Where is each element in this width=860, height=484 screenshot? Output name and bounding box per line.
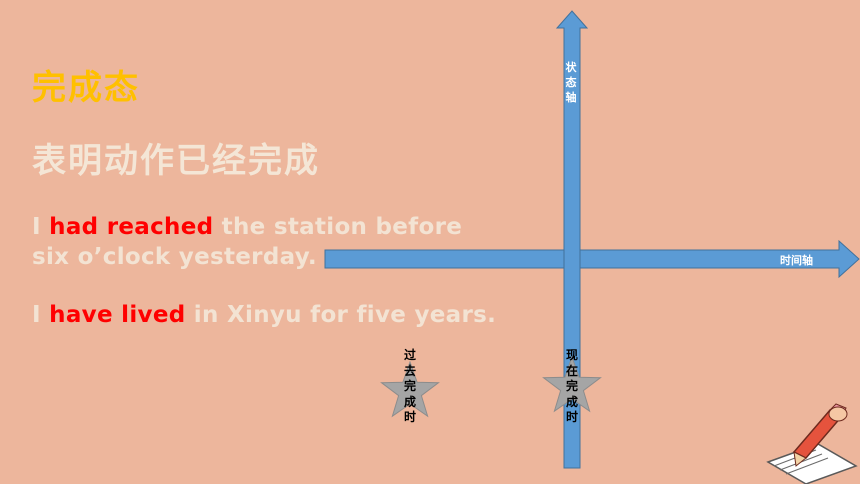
sentence-1-highlight: had reached <box>49 214 214 240</box>
sentence-2-pre: I <box>32 302 50 328</box>
sentence-2-post: in Xinyu for five years. <box>185 302 497 328</box>
pencil-book-icon <box>766 403 858 484</box>
star-icon <box>380 360 440 418</box>
example-sentence-2: I have lived in Xinyu for five years. <box>32 300 512 330</box>
state-axis-label: 状态轴 <box>565 61 577 104</box>
star-icon <box>542 355 602 413</box>
slide-subtitle: 表明动作已经完成 <box>32 141 320 181</box>
present-perfect-label: 现在完成时 <box>565 348 578 424</box>
sentence-2-highlight: have lived <box>49 302 186 328</box>
sentence-1-post: the station before six o’clock yesterday… <box>32 214 463 270</box>
past-perfect-label: 过去完成时 <box>403 348 416 424</box>
time-axis-arrow <box>324 239 860 279</box>
example-sentence-1: I had reached the station before six o’c… <box>32 212 492 272</box>
sentence-1-pre: I <box>32 214 50 240</box>
time-axis-label: 时间轴 <box>780 254 813 267</box>
slide-title: 完成态 <box>32 68 140 108</box>
